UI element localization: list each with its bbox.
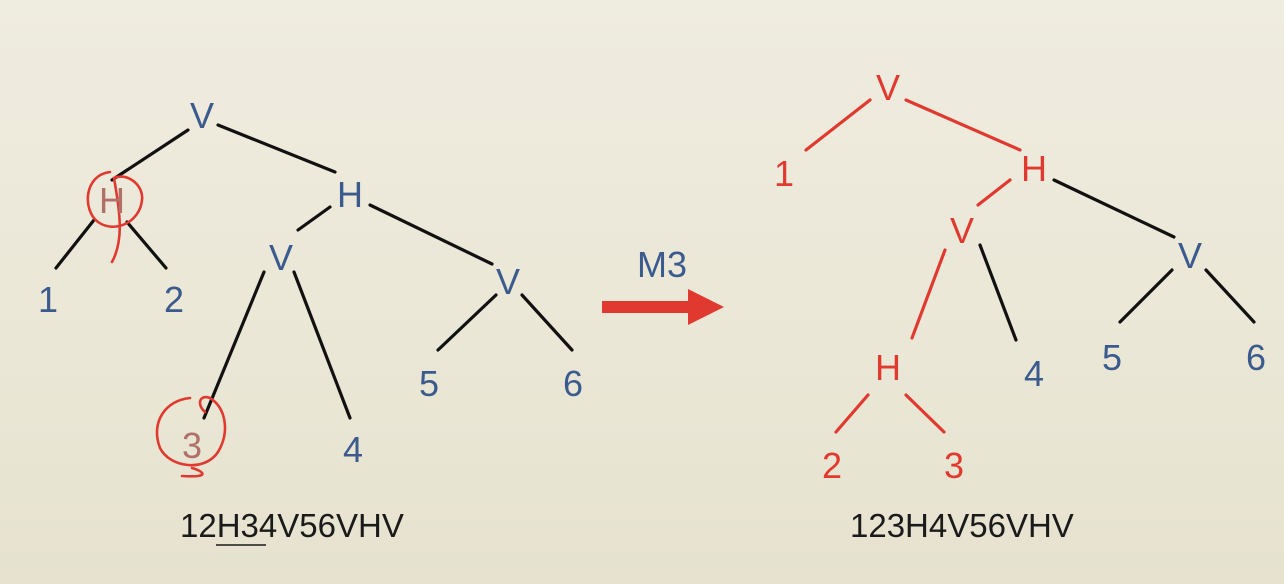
edge-h-v-right xyxy=(1052,178,1176,239)
left-leaf-1: 1 xyxy=(38,279,58,320)
edge-v-5 xyxy=(436,293,498,352)
right-tree: V 1 H V H 2 3 4 V 5 6 123H4V56VHV xyxy=(774,67,1266,544)
arrow-shaft xyxy=(602,301,692,313)
right-leaf-1: 1 xyxy=(774,153,794,194)
move-label: M3 xyxy=(637,244,687,285)
edge-v-1 xyxy=(804,98,872,152)
edge-h-2 xyxy=(125,220,168,270)
expr-part-1: 12 xyxy=(180,507,217,544)
edge-h-3 xyxy=(904,393,946,434)
right-polish-expression: 123H4V56VHV xyxy=(850,507,1074,544)
right-leaf-3: 3 xyxy=(944,445,964,486)
move-arrow: M3 xyxy=(602,244,724,325)
right-node-h: H xyxy=(1021,148,1047,189)
left-polish-expression: 12H34V56VHV xyxy=(180,507,404,544)
arrow-head-icon xyxy=(688,289,724,325)
left-tree: V H 1 2 H V 3 4 V 5 6 12H34V56VHV xyxy=(38,95,583,546)
right-node-h-inner: H xyxy=(875,347,901,388)
edge-v-6 xyxy=(520,293,574,352)
edge-h-1 xyxy=(54,218,96,270)
left-leaf-6: 6 xyxy=(563,363,583,404)
right-root-v: V xyxy=(876,67,900,108)
edge-v-h-right xyxy=(216,123,337,174)
circle-mark-h xyxy=(86,170,144,264)
edge-v-4 xyxy=(978,243,1018,342)
edge-h-v-right xyxy=(368,203,494,266)
left-node-v-right: V xyxy=(496,261,520,302)
expr-part-2: 4V56VHV xyxy=(259,507,404,544)
right-node-v-right: V xyxy=(1178,235,1202,276)
edge-v-4 xyxy=(292,270,352,420)
left-leaf-2: 2 xyxy=(164,279,184,320)
right-leaf-6: 6 xyxy=(1246,337,1266,378)
edge-v-5 xyxy=(1118,268,1174,324)
right-node-v-left: V xyxy=(950,210,974,251)
expr-underlined-part: H3 xyxy=(217,507,259,544)
edge-v-3 xyxy=(202,270,266,420)
edge-v-h-left xyxy=(110,128,190,182)
left-leaf-4: 4 xyxy=(343,429,363,470)
edge-v-h xyxy=(904,98,1022,152)
edge-h-v-mid xyxy=(296,205,332,232)
right-leaf-5: 5 xyxy=(1102,337,1122,378)
edge-v-h-inner xyxy=(910,248,947,340)
edge-h-v-left xyxy=(976,178,1012,207)
right-leaf-2: 2 xyxy=(822,445,842,486)
left-node-h-circled: H xyxy=(99,180,125,221)
right-leaf-4: 4 xyxy=(1024,353,1044,394)
edge-h-2 xyxy=(834,393,870,434)
left-node-v-mid: V xyxy=(269,237,293,278)
edge-v-6 xyxy=(1204,268,1256,324)
circle-mark-3 xyxy=(155,395,227,478)
left-leaf-5: 5 xyxy=(419,363,439,404)
left-leaf-3-circled: 3 xyxy=(182,425,202,466)
left-node-h: H xyxy=(337,174,363,215)
left-root-v: V xyxy=(190,95,214,136)
